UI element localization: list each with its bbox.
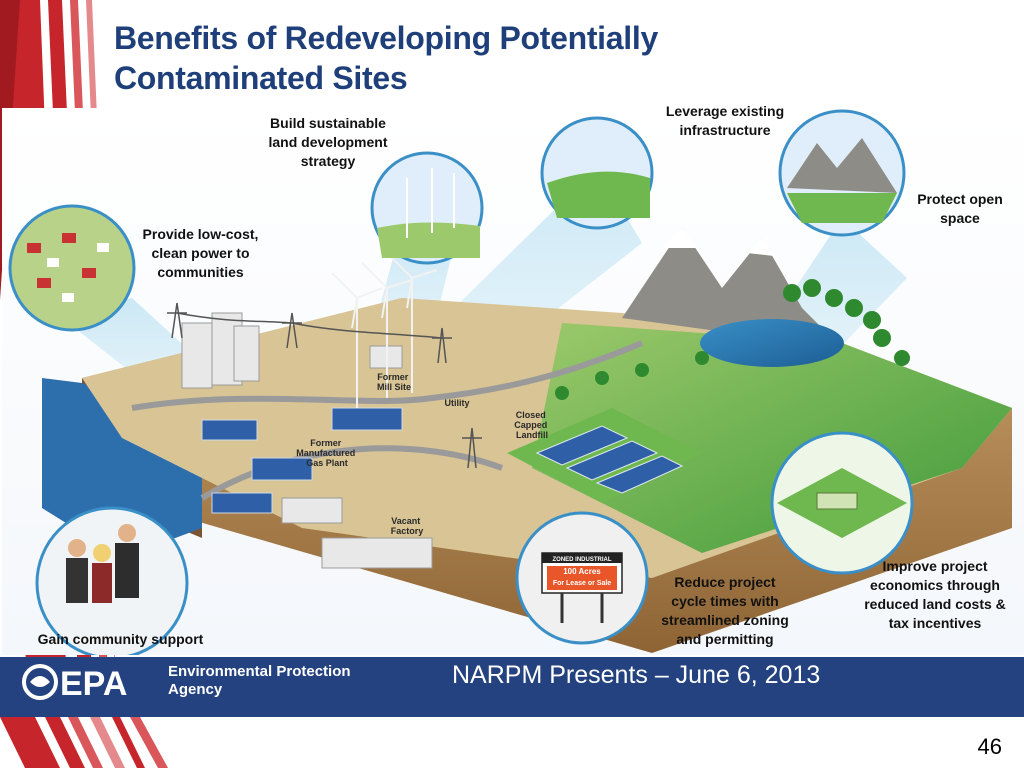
slide-title-line-2: Contaminated Sites bbox=[114, 60, 408, 96]
epa-logo: EPA bbox=[22, 664, 127, 702]
sign-acres: 100 Acres bbox=[563, 567, 601, 576]
callout-zoning-line-4: and permitting bbox=[676, 631, 774, 647]
callout-leverage-infrastructure: Leverage existing infrastructure bbox=[648, 102, 802, 140]
callout-sustainable-line-1: Build sustainable bbox=[270, 115, 386, 131]
page-number: 46 bbox=[977, 734, 1002, 759]
callout-community-line-1: Gain community support bbox=[37, 631, 204, 647]
sign-zoned-industrial: ZONED INDUSTRIAL bbox=[553, 557, 612, 563]
epa-logo-text: EPA bbox=[60, 665, 127, 702]
callout-project-economics: Improve project economics through reduce… bbox=[848, 557, 1022, 633]
label-former-mill-site: Former Mill Site bbox=[377, 372, 411, 392]
label-closed-capped-landfill: Closed Capped Landfill bbox=[514, 410, 550, 440]
redevelopment-landscape-illustration: Former Mill Site Utility Closed Capped L… bbox=[2, 108, 1024, 655]
callout-power-line-1: Provide low-cost, bbox=[142, 226, 259, 242]
callout-streamlined-zoning: Reduce project cycle times with streamli… bbox=[645, 573, 805, 649]
callout-community-support: Gain community support bbox=[18, 630, 223, 649]
callout-sustainable-line-2: land development bbox=[268, 134, 388, 150]
label-former-gas-plant: Former Manufactured Gas Plant bbox=[296, 438, 358, 468]
callout-open-space-line-2: space bbox=[940, 210, 980, 226]
agency-name-line-2: Agency bbox=[168, 681, 223, 698]
footer-presenter-text: NARPM Presents – June 6, 2013 bbox=[452, 661, 821, 689]
slide-title-line-1: Benefits of Redeveloping Potentially bbox=[114, 20, 658, 56]
footer-stripes-decoration bbox=[0, 717, 1024, 768]
callout-economics-line-2: economics through bbox=[870, 577, 1000, 593]
callout-sustainable-line-3: strategy bbox=[300, 153, 356, 169]
callout-power-line-3: communities bbox=[157, 264, 244, 280]
callout-economics-line-3: reduced land costs & bbox=[864, 596, 1006, 612]
callout-power-line-2: clean power to bbox=[151, 245, 250, 261]
callout-sustainable-development: Build sustainable land development strat… bbox=[252, 114, 404, 171]
label-utility: Utility bbox=[444, 398, 469, 408]
callout-zoning-line-1: Reduce project bbox=[674, 574, 776, 590]
callout-infrastructure-line-1: Leverage existing bbox=[665, 103, 785, 119]
footer-bar bbox=[0, 657, 1024, 717]
label-vacant-factory: Vacant Factory bbox=[391, 516, 424, 536]
agency-name-line-1: Environmental Protection bbox=[168, 663, 351, 680]
callout-open-space-line-1: Protect open bbox=[917, 191, 1003, 207]
callout-protect-open-space: Protect open space bbox=[900, 190, 1020, 228]
callout-economics-line-1: Improve project bbox=[882, 558, 988, 574]
slide-title: Benefits of Redeveloping Potentially Con… bbox=[114, 18, 734, 98]
sign-lease-sale: For Lease or Sale bbox=[553, 580, 611, 587]
callout-zoning-line-2: cycle times with bbox=[671, 593, 779, 609]
callout-infrastructure-line-2: infrastructure bbox=[679, 122, 771, 138]
callout-zoning-line-3: streamlined zoning bbox=[661, 612, 789, 628]
callout-clean-power: Provide low-cost, clean power to communi… bbox=[128, 225, 273, 282]
callout-economics-line-4: tax incentives bbox=[888, 615, 982, 631]
money-stack bbox=[816, 492, 858, 510]
inset-houses bbox=[8, 204, 136, 332]
